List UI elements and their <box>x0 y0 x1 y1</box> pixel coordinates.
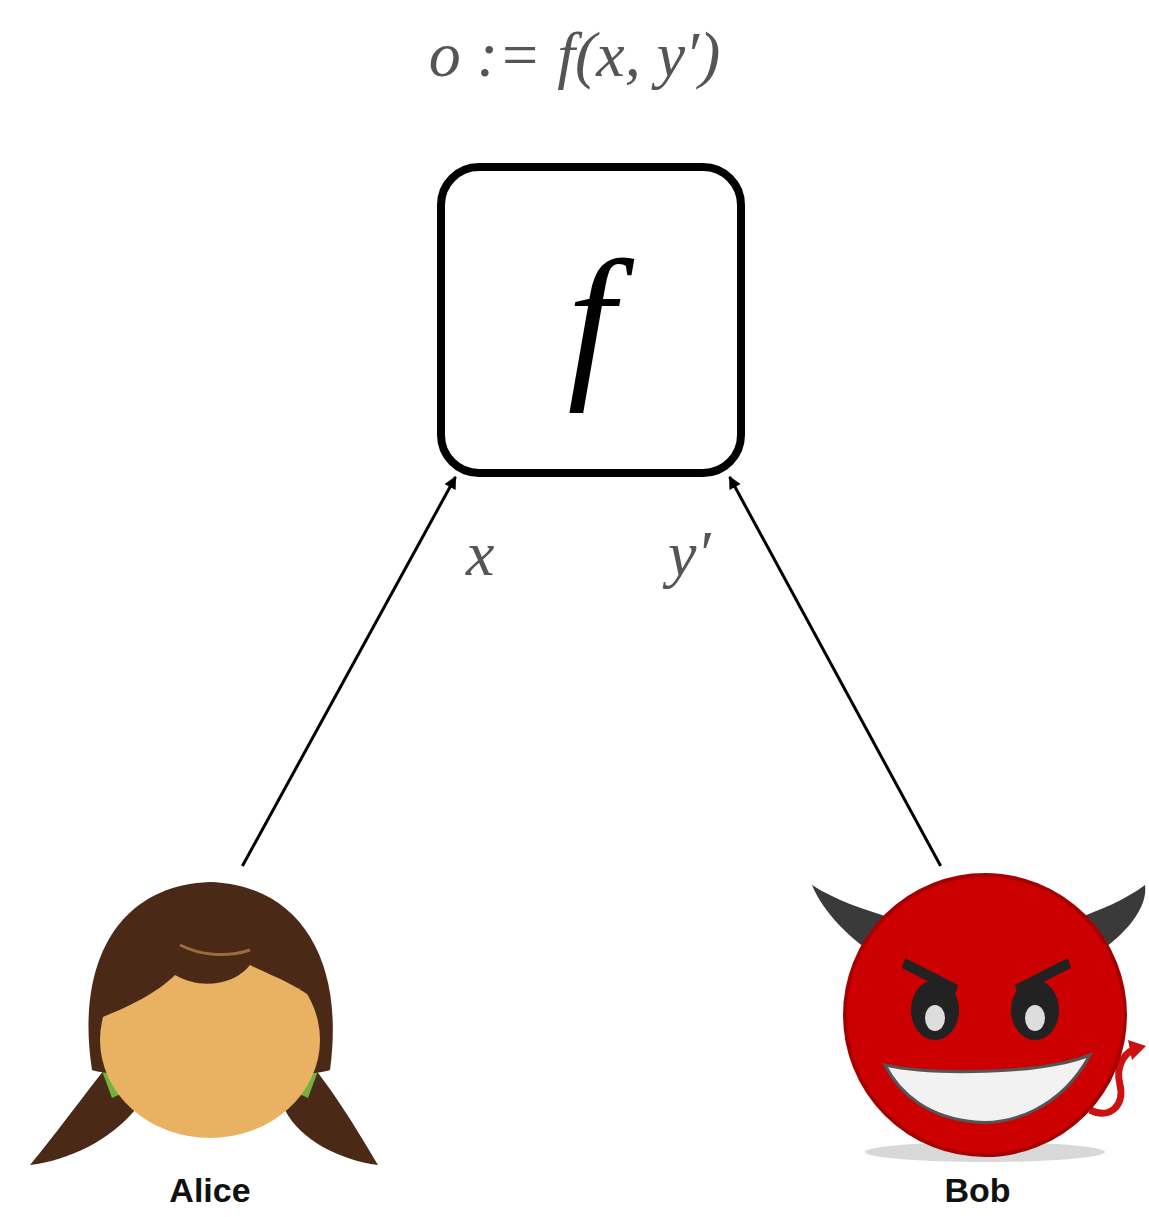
input-label: y′ <box>668 522 710 586</box>
party-name: Bob <box>944 1170 1010 1211</box>
function-name: f <box>567 235 614 405</box>
input-arrow <box>242 477 455 866</box>
bob-eye-shine <box>1025 1005 1045 1031</box>
bob-tail-tip <box>1128 1040 1146 1060</box>
bob-head <box>845 875 1125 1155</box>
bob-eye <box>1011 980 1059 1040</box>
bob-eye-shine <box>925 1005 945 1031</box>
function-box: f <box>437 163 745 477</box>
bob-figure <box>812 875 1146 1162</box>
bob-mouth <box>885 1055 1090 1122</box>
alice-figure <box>30 882 378 1165</box>
party-name: Alice <box>169 1170 250 1211</box>
party-bob: Bob <box>810 866 1145 1211</box>
alice-fringe-line <box>180 945 300 990</box>
alice-fringe <box>95 905 328 1020</box>
title: o := f(x, y′) <box>0 18 1149 92</box>
input-label: x <box>466 522 494 586</box>
bob-eye <box>911 980 959 1040</box>
input-arrow <box>730 477 941 866</box>
party-alice: Alice <box>30 866 390 1211</box>
